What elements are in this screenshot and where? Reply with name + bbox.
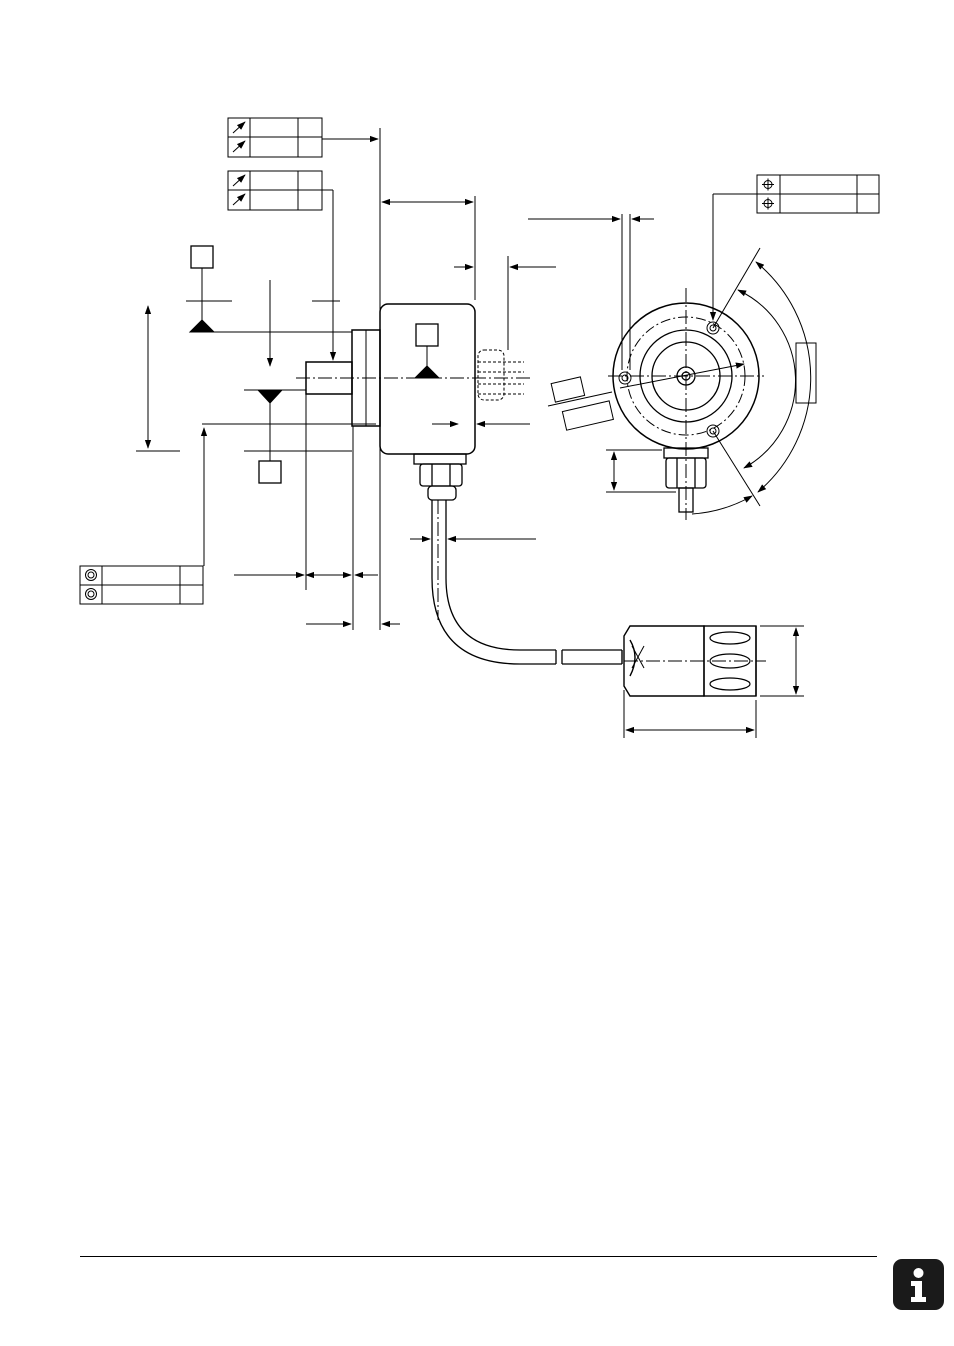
cable [431, 500, 556, 665]
runout-frames [227, 117, 323, 211]
encoder-dimension-drawing [79, 117, 880, 738]
callout-boxes [547, 342, 817, 431]
runout-arrow-icon [232, 174, 246, 187]
runout-arrow-icon [232, 140, 246, 153]
housing-body [379, 303, 476, 455]
cable-connector [621, 625, 804, 738]
cable-gland [413, 453, 467, 501]
rear-connector-dashed [477, 349, 524, 401]
datum-box-bottom [258, 460, 282, 484]
datum-box-housing [415, 323, 439, 347]
side-view [136, 128, 622, 665]
footer-rule [80, 1256, 877, 1257]
front-view [528, 214, 817, 520]
front-gland [663, 447, 709, 513]
position-frame [709, 174, 880, 321]
coaxiality-frame [79, 565, 204, 605]
datum-box-top [190, 245, 214, 269]
info-icon [911, 1268, 926, 1302]
info-badge [893, 1259, 944, 1310]
runout-arrow-icon [232, 121, 246, 134]
coaxiality-icon [85, 569, 97, 600]
mounting-screws [618, 321, 720, 438]
runout-arrow-icon [232, 193, 246, 206]
position-crosshair-icon [762, 178, 774, 210]
